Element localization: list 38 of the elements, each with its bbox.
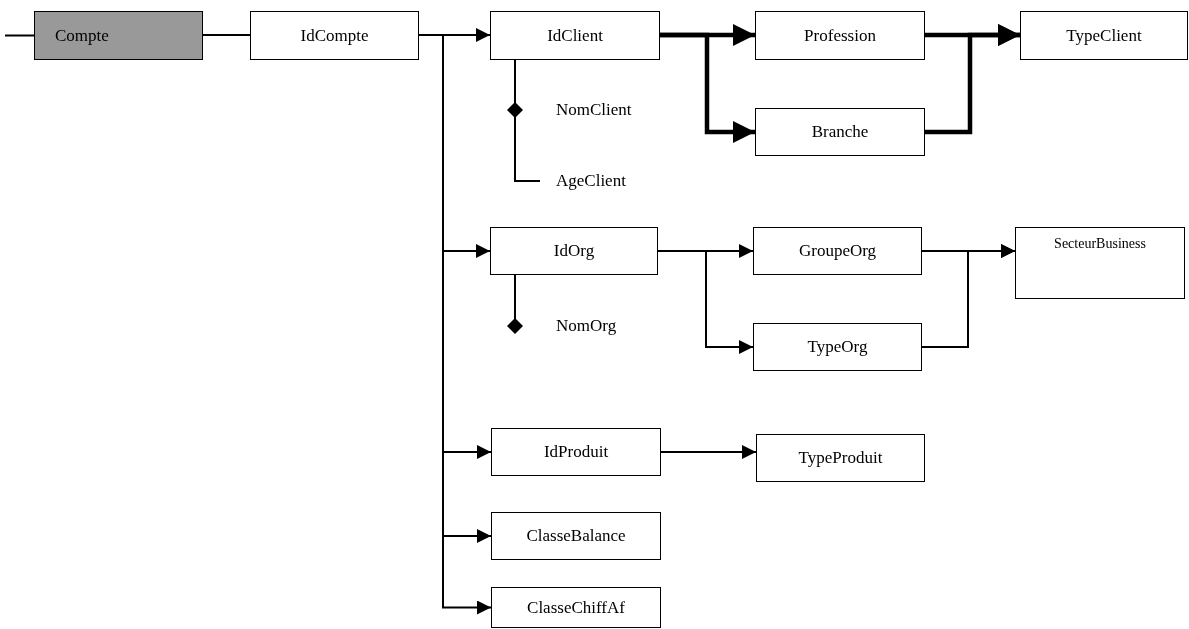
box-label: Profession — [804, 25, 876, 46]
box-label: ClasseChiffAf — [527, 597, 625, 618]
box-label: IdClient — [547, 25, 603, 46]
attribute-box — [250, 11, 419, 60]
box-label: Branche — [811, 122, 869, 142]
attribute-box — [755, 108, 925, 156]
attribute-box — [490, 227, 658, 275]
connector-line — [202, 34, 251, 36]
attribute-label: AgeClient — [556, 169, 666, 193]
box-label: TypeProduit — [798, 448, 883, 468]
box-label: GroupeOrg — [798, 241, 877, 261]
attribute-label: NomClient — [556, 98, 676, 122]
attribute-label: NomOrg — [556, 314, 656, 338]
connector-line — [4, 34, 35, 37]
box-label: TypeOrg — [807, 337, 868, 357]
arrow — [657, 250, 754, 354]
box-label: IdOrg — [553, 241, 595, 261]
attribute-box — [753, 323, 922, 371]
box-label: TypeClient — [1066, 25, 1142, 46]
arrow — [921, 244, 1016, 348]
attribute-box — [491, 428, 661, 476]
attribute-box — [491, 512, 661, 560]
attribute-box — [755, 11, 925, 60]
arrow — [660, 445, 757, 459]
arrow — [925, 24, 1020, 135]
attribute-box — [490, 11, 660, 60]
attribute-box — [1015, 227, 1185, 299]
box-label: IdProduit — [543, 442, 609, 462]
attribute-box — [1020, 11, 1188, 60]
box-label: SecteurBusiness — [1054, 236, 1146, 252]
arrow — [660, 32, 755, 143]
box-label: IdCompte — [300, 25, 369, 46]
box-label: ClasseBalance — [526, 526, 626, 546]
attribute-box — [491, 587, 661, 628]
attribute-box — [753, 227, 922, 275]
attribute-box — [756, 434, 925, 482]
box-label: Compte — [55, 25, 109, 46]
entity-box — [34, 11, 203, 60]
